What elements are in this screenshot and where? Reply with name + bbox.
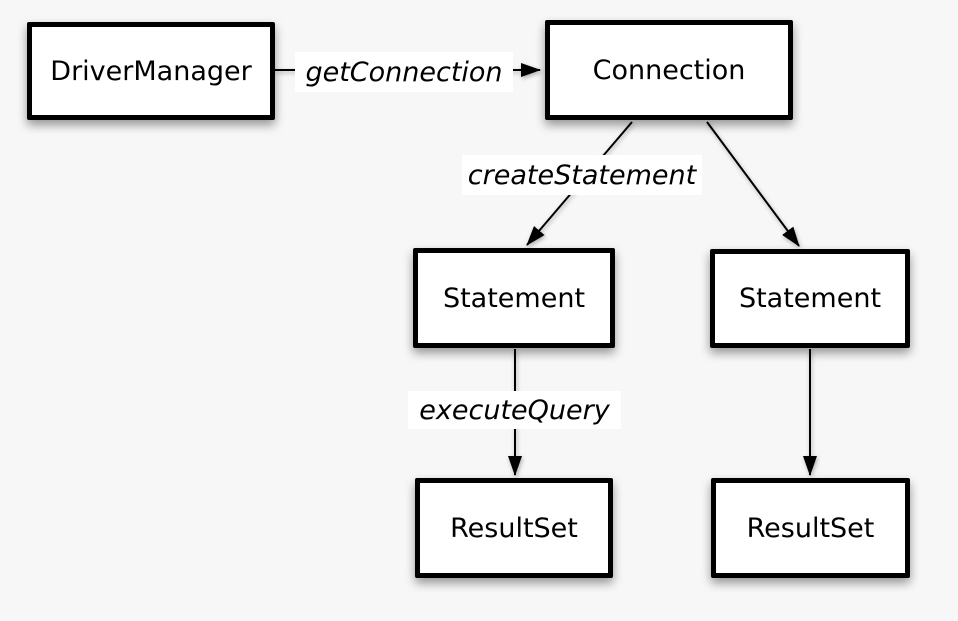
node-resultset-right: ResultSet: [711, 478, 910, 578]
edge-connection-statement-right-line: [706, 121, 800, 247]
edge-label-getconnection: getConnection: [295, 52, 513, 92]
node-statement-right: Statement: [710, 249, 910, 348]
edge-label-createstatement: createStatement: [462, 155, 702, 195]
node-connection: Connection: [545, 20, 793, 120]
edge-label-executequery: executeQuery: [408, 391, 621, 429]
node-driver-manager: DriverManager: [27, 22, 275, 120]
node-statement-left: Statement: [413, 248, 615, 348]
node-resultset-left: ResultSet: [415, 478, 613, 578]
